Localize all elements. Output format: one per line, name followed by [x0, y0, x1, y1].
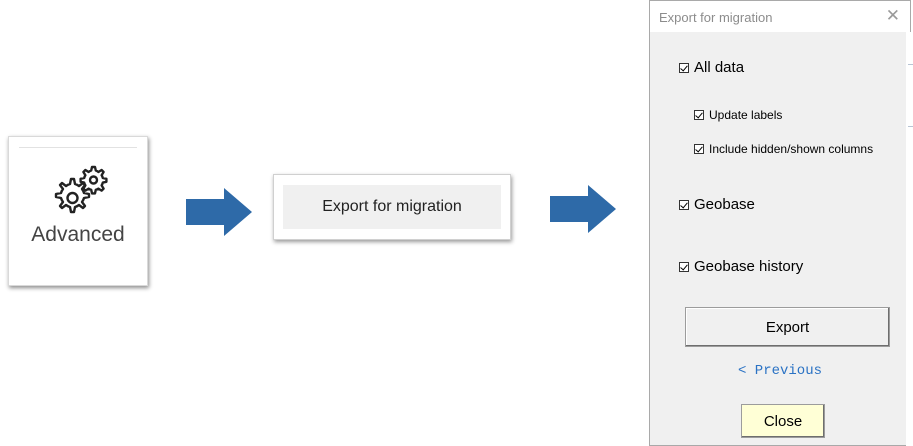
export-dialog: Export for migration ✕ All data Update l… — [649, 0, 911, 446]
checkbox-label: Geobase history — [694, 258, 804, 275]
checkbox-label: All data — [694, 59, 745, 76]
checkbox-label: Include hidden/shown columns — [709, 142, 874, 156]
checkbox-checked-icon[interactable] — [679, 199, 689, 210]
checkbox-geobase-history[interactable]: Geobase history — [679, 258, 803, 275]
dialog-title: Export for migration — [659, 10, 773, 25]
advanced-tile[interactable]: Advanced — [8, 136, 148, 286]
edge-tick — [908, 126, 913, 127]
checkbox-checked-icon[interactable] — [694, 110, 704, 120]
edge-tick — [908, 64, 913, 65]
checkbox-geobase[interactable]: Geobase — [679, 196, 755, 213]
checkbox-all-data[interactable]: All data — [679, 59, 744, 76]
checkbox-checked-icon[interactable] — [694, 144, 704, 154]
arrow-right-icon — [186, 188, 252, 236]
export-for-migration-button[interactable]: Export for migration — [283, 185, 501, 229]
tile-divider — [19, 147, 137, 148]
advanced-label: Advanced — [31, 223, 125, 246]
gears-icon — [54, 165, 108, 214]
dialog-titlebar: Export for migration ✕ — [650, 1, 910, 32]
arrow-right-icon — [550, 185, 616, 233]
previous-link[interactable]: < Previous — [737, 363, 822, 379]
close-icon[interactable]: ✕ — [885, 6, 900, 25]
close-button[interactable]: Close — [741, 404, 825, 438]
checkbox-label: Geobase — [694, 196, 755, 213]
export-button[interactable]: Export — [685, 307, 890, 347]
checkbox-checked-icon[interactable] — [679, 62, 689, 73]
checkbox-label: Update labels — [709, 108, 783, 122]
checkbox-include-hidden-columns[interactable]: Include hidden/shown columns — [694, 142, 873, 156]
export-tile: Export for migration — [273, 174, 511, 240]
background-window-edge — [906, 32, 913, 446]
checkbox-checked-icon[interactable] — [679, 261, 689, 272]
checkbox-update-labels[interactable]: Update labels — [694, 108, 782, 122]
